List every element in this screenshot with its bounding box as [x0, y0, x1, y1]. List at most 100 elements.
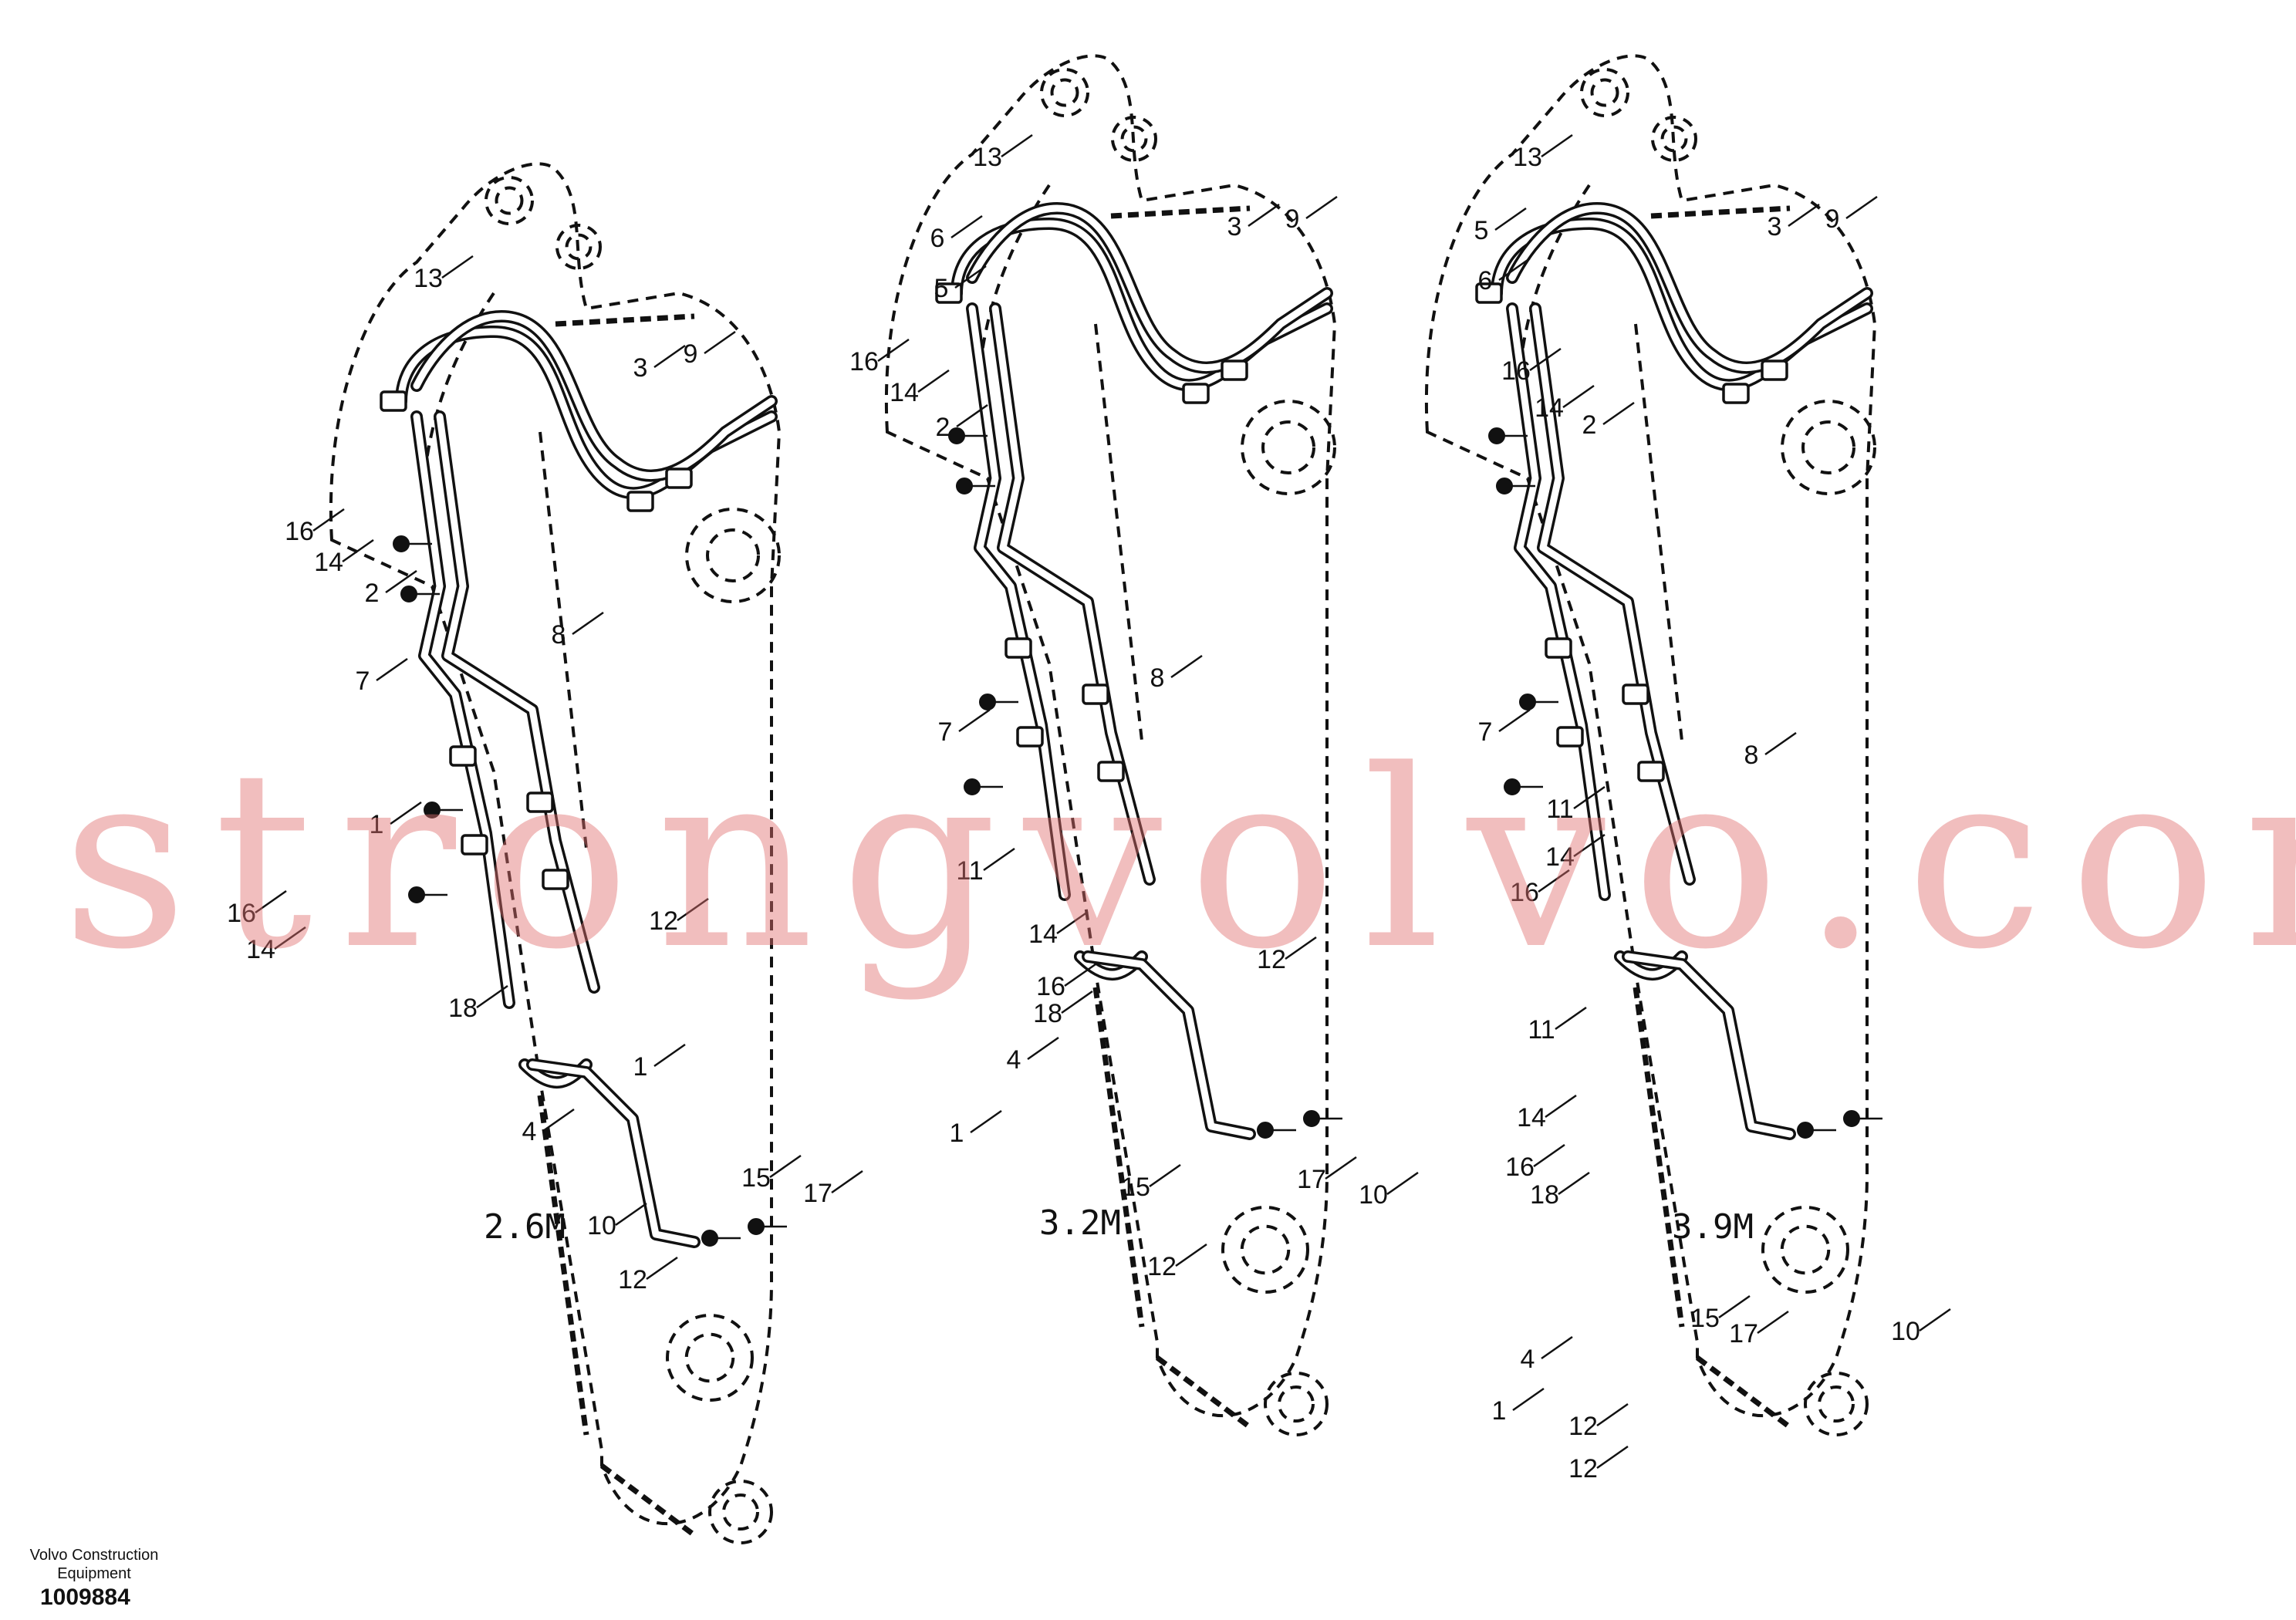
pipe-clamp: [1722, 383, 1750, 404]
callout-leader: [653, 1043, 686, 1068]
bolt-head: [1303, 1110, 1320, 1127]
part-callout: 12: [1568, 1412, 1598, 1441]
part-callout: 13: [973, 143, 1002, 172]
part-callout: 4: [1007, 1045, 1021, 1075]
part-callout: 15: [1690, 1304, 1720, 1333]
callout-leader: [476, 984, 508, 1009]
bolt-head: [1488, 427, 1505, 444]
callout-leader: [1555, 1006, 1587, 1031]
part-callout: 14: [890, 378, 919, 407]
part-callout: 7: [938, 717, 953, 747]
part-callout: 12: [1147, 1252, 1177, 1281]
part-callout: 10: [1359, 1180, 1388, 1210]
pivot-bore: [1781, 400, 1876, 495]
bolt-head: [393, 535, 410, 552]
part-callout: 18: [1033, 999, 1062, 1028]
callout-leader: [831, 1169, 863, 1194]
callout-leader: [1533, 1143, 1565, 1168]
callout-leader: [1498, 257, 1531, 282]
pipe-clamp: [1545, 637, 1572, 659]
bolt-head: [1496, 478, 1513, 494]
part-callout: 6: [930, 224, 945, 253]
callout-leader: [769, 1154, 802, 1179]
pivot-bore-inner: [565, 233, 593, 261]
callout-leader: [954, 265, 987, 289]
variant-label: 3.2M: [1039, 1203, 1121, 1243]
pivot-bore: [666, 1314, 754, 1402]
part-callout: 14: [1545, 842, 1575, 872]
pivot-bore: [1580, 68, 1629, 117]
part-callout: 16: [849, 347, 879, 376]
callout-leader: [646, 1256, 678, 1281]
callout-leader: [677, 897, 709, 922]
callout-leader: [376, 657, 408, 682]
callout-leader: [1573, 785, 1606, 810]
callout-leader: [1545, 1094, 1577, 1119]
pivot-bore-inner: [1240, 1224, 1291, 1275]
bolt-head: [1797, 1122, 1814, 1139]
callout-leader: [1305, 195, 1338, 220]
pivot-bore-inner: [1278, 1385, 1315, 1423]
part-callout: 6: [1478, 266, 1493, 295]
part-callout: 17: [1729, 1319, 1758, 1348]
bolt-head: [964, 778, 981, 795]
pipe-clamp: [665, 467, 693, 489]
part-callout: 8: [1744, 741, 1759, 770]
hydraulic-hose-core: [1084, 953, 1254, 1138]
callout-leader: [542, 1108, 575, 1132]
part-callout: 3: [1768, 212, 1782, 241]
part-callout: 14: [1028, 920, 1058, 949]
figure-id: 1009884: [40, 1585, 130, 1610]
pivot-bore: [1264, 1372, 1329, 1436]
pipe-clamp: [1016, 726, 1044, 748]
part-callout: 15: [1121, 1173, 1150, 1202]
callout-leader: [441, 255, 474, 279]
bolt-head: [1843, 1110, 1860, 1127]
callout-leader: [255, 889, 287, 914]
callout-leader: [704, 330, 736, 355]
boom-edge: [1092, 205, 1252, 1429]
pipe-clamp: [1475, 282, 1503, 304]
part-callout: 5: [934, 274, 949, 303]
callout-leader: [1529, 347, 1562, 372]
callout-leader: [1562, 384, 1595, 409]
pipe-clamp: [1761, 359, 1788, 381]
callout-leader: [1061, 990, 1093, 1014]
part-callout: 12: [1568, 1454, 1598, 1483]
pivot-bore: [1221, 1206, 1309, 1294]
bolt-head: [748, 1218, 765, 1235]
part-callout: 10: [1891, 1317, 1920, 1346]
boom-inner-edge: [1518, 184, 1683, 741]
pivot-bore: [1651, 116, 1697, 162]
callout-leader: [1149, 1163, 1181, 1188]
callout-leader: [1386, 1171, 1419, 1196]
bolt-head: [1519, 694, 1536, 710]
part-callout: 17: [1297, 1165, 1326, 1194]
boom-outline: [1424, 54, 1877, 1417]
callout-leader: [1538, 869, 1570, 893]
hydraulic-hose: [966, 202, 1333, 374]
callout-leader: [1788, 203, 1820, 228]
hydraulic-hose-core: [1531, 305, 1693, 883]
part-callout: 1: [950, 1119, 964, 1148]
part-callout: 5: [1474, 216, 1489, 245]
pivot-bore: [1804, 1372, 1869, 1436]
pipe-clamp: [935, 282, 963, 304]
pivot-bore-inner: [1050, 78, 1079, 107]
part-callout: 11: [1546, 795, 1573, 824]
variant-label: 3.9M: [1672, 1207, 1754, 1247]
bolt-head: [956, 478, 973, 494]
hydraulic-hose-core: [991, 305, 1153, 883]
callout-leader: [1541, 1335, 1573, 1360]
callout-leader: [342, 538, 374, 563]
part-callout: 14: [314, 548, 343, 577]
part-callout: 3: [633, 353, 648, 383]
hydraulic-hose-core: [397, 328, 775, 497]
pivot-bore-inner: [1590, 78, 1619, 107]
part-callout: 4: [522, 1117, 537, 1146]
part-callout: 8: [552, 620, 566, 650]
callout-leader: [615, 1202, 647, 1227]
pivot-bore: [555, 224, 602, 270]
